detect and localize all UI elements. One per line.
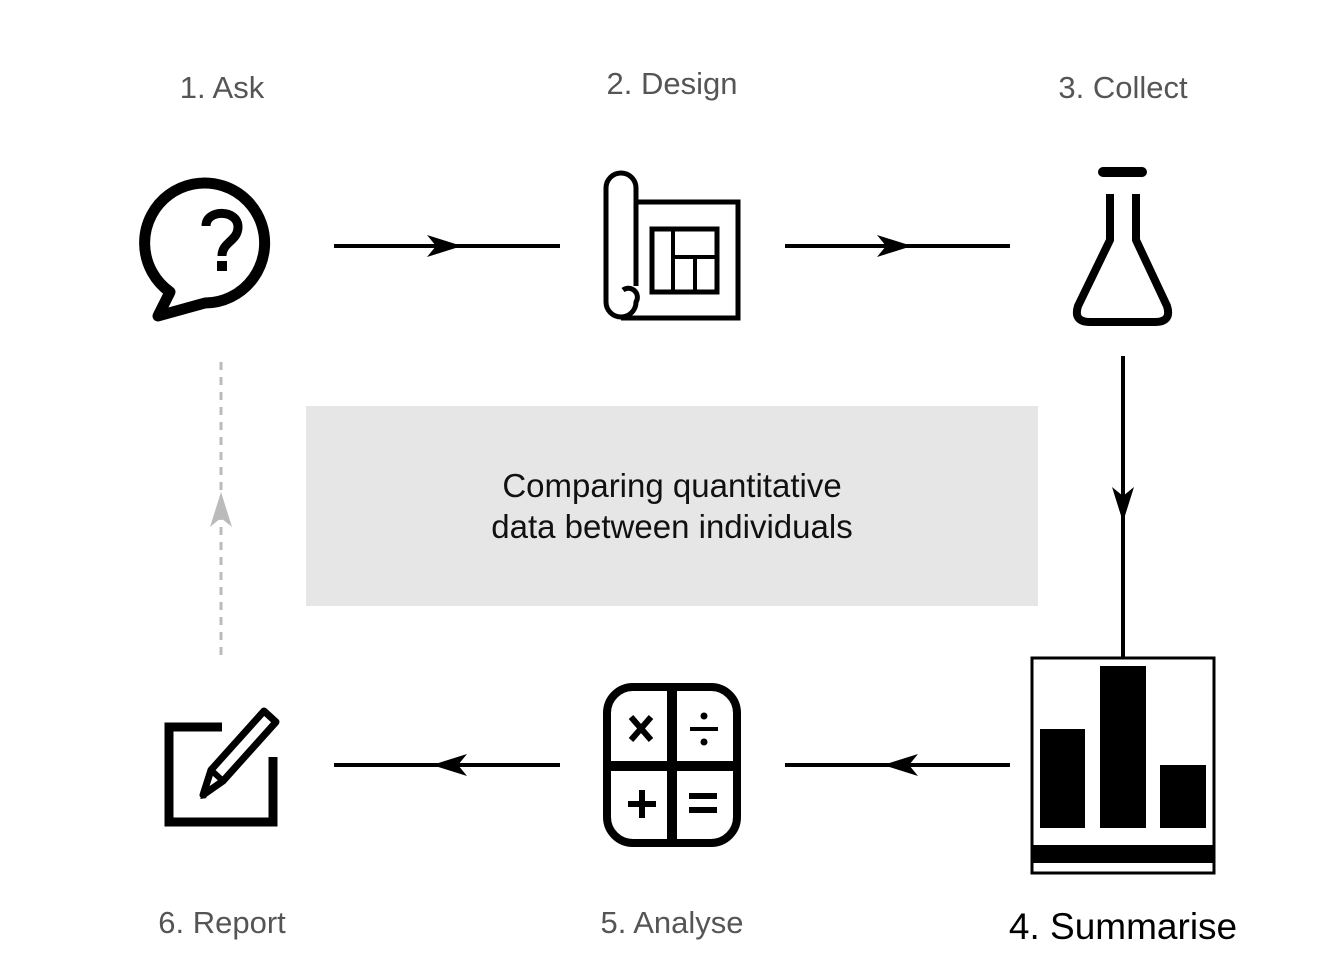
arrow-report-to-ask bbox=[210, 362, 232, 655]
arrow-design-to-collect bbox=[785, 235, 1010, 257]
arrow-collect-to-summarise bbox=[1112, 356, 1134, 657]
arrow-analyse-to-report bbox=[334, 754, 560, 776]
blueprint-icon bbox=[603, 170, 741, 321]
bar-chart-icon bbox=[1030, 656, 1216, 875]
arrow-ask-to-design bbox=[334, 235, 560, 257]
edit-pencil-icon bbox=[164, 707, 280, 827]
arrow-summarise-to-analyse bbox=[785, 754, 1010, 776]
center-description-line-1: Comparing quantitative bbox=[502, 467, 842, 504]
step-label-collect: 3. Collect bbox=[1058, 70, 1188, 105]
calculator-icon bbox=[603, 683, 741, 847]
step-label-design: 2. Design bbox=[606, 66, 738, 101]
step-label-summarise: 4. Summarise bbox=[1008, 906, 1238, 947]
center-description-line-2: data between individuals bbox=[491, 508, 853, 545]
step-label-report: 6. Report bbox=[158, 905, 286, 940]
center-description-box: Comparing quantitative data between indi… bbox=[306, 406, 1038, 606]
speech-bubble-question-icon bbox=[139, 177, 271, 322]
step-label-ask: 1. Ask bbox=[179, 70, 265, 105]
step-label-analyse: 5. Analyse bbox=[600, 905, 744, 940]
flask-icon bbox=[1072, 167, 1173, 326]
